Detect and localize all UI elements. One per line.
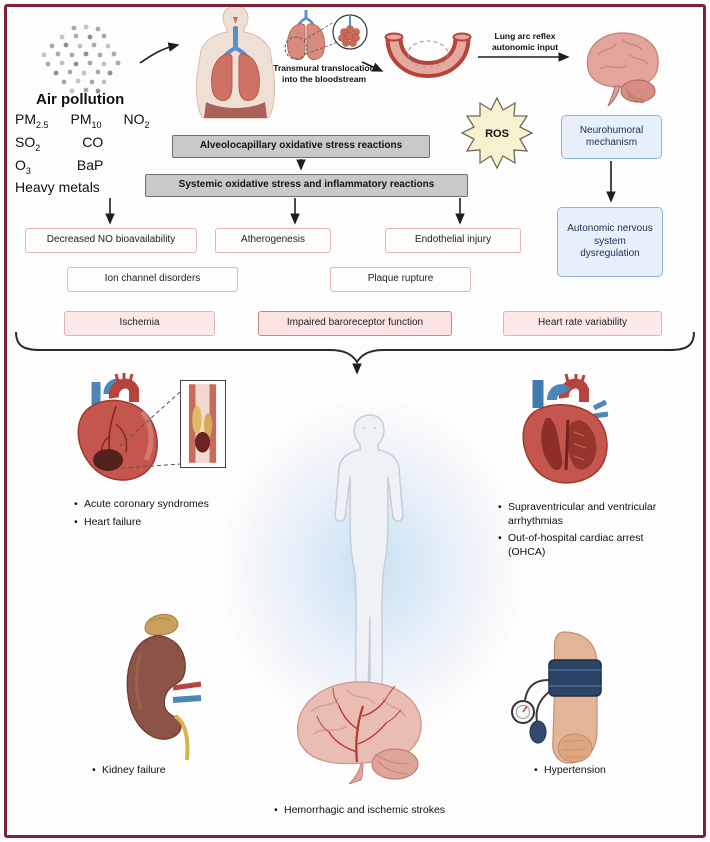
- outcome-strokes: Hemorrhagic and ischemic strokes: [272, 804, 462, 818]
- pollutant-heavy-metals: Heavy metals: [15, 179, 100, 196]
- kidney-illustration: [126, 613, 202, 761]
- pollutant-row: PM2.5 PM10 NO2: [15, 111, 172, 130]
- brain-icon: [586, 32, 659, 107]
- arrow-pollution-to-torso: [139, 42, 180, 64]
- pollutant-no2: NO2: [123, 111, 150, 130]
- endothelial-box: Endothelial injury: [385, 228, 521, 253]
- pollutant-co: CO: [82, 133, 104, 150]
- outcome-heart-failure: Heart failure: [72, 516, 232, 530]
- systemic-box: Systemic oxidative stress and inflammato…: [145, 174, 468, 197]
- pollutant-so2: SO2: [15, 133, 41, 153]
- air-pollution-particles-icon: [41, 24, 121, 94]
- outcome-hypertension: Hypertension: [532, 764, 642, 778]
- air-pollution-title: Air pollution: [36, 91, 125, 108]
- baroreceptor-box: Impaired baroreceptor function: [258, 311, 452, 336]
- outcome-arrhythmias: Supraventricular and ventricular arrhyth…: [496, 501, 664, 528]
- brain-stroke-illustration: [296, 681, 422, 785]
- heart-cutaway-illustration: [522, 373, 609, 484]
- kidney-outcome-list: Kidney failure: [90, 764, 220, 782]
- arrhythmia-outcomes-list: Supraventricular and ventricular arrhyth…: [496, 501, 664, 564]
- ros-starburst: ROS: [460, 96, 534, 170]
- plaque-rupture-box: Plaque rupture: [330, 267, 471, 292]
- human-body-silhouette: [334, 414, 404, 704]
- outcome-kidney-failure: Kidney failure: [90, 764, 220, 778]
- outcome-ohca: Out-of-hospital cardiac arrest (OHCA): [496, 532, 664, 559]
- blocked-artery-illustration: [188, 384, 217, 463]
- pollutant-bap: BaP: [76, 156, 104, 173]
- pollutant-pm25: PM2.5: [15, 111, 49, 130]
- transmural-label: Transmural translocation into the bloods…: [273, 63, 375, 85]
- hypertension-outcome-list: Hypertension: [532, 764, 642, 782]
- torso-lungs-illustration: [196, 5, 275, 119]
- lungs-alveoli-zoom-icon: [284, 10, 368, 61]
- neurohumoral-box: Neurohumoral mechanism: [561, 115, 662, 159]
- autonomic-box: Autonomic nervous system dysregulation: [557, 207, 663, 277]
- stroke-outcome-list: Hemorrhagic and ischemic strokes: [272, 804, 462, 822]
- pollutant-list: PM2.5 PM10 NO2 SO2 CO O3 BaP Heavy metal…: [15, 111, 172, 202]
- pollutant-o3: O3: [15, 156, 31, 176]
- pollutant-row: Heavy metals: [15, 179, 172, 198]
- curly-brace: [15, 331, 695, 364]
- ros-label: ROS: [485, 128, 509, 140]
- pollutant-row: SO2 CO: [15, 134, 172, 153]
- heart-infarct-illustration: [77, 373, 158, 481]
- ischemia-box: Ischemia: [64, 311, 215, 336]
- alveolocapillary-box: Alveolocapillary oxidative stress reacti…: [172, 135, 430, 158]
- decreased-no-box: Decreased NO bioavailability: [25, 228, 197, 253]
- ion-channel-box: Ion channel disorders: [67, 267, 238, 292]
- hrv-box: Heart rate variability: [503, 311, 662, 336]
- blood-pressure-cuff-illustration: [511, 631, 602, 764]
- coronary-outcomes-list: Acute coronary syndromes Heart failure: [72, 498, 232, 533]
- pollutant-row: O3 BaP: [15, 157, 172, 176]
- outcome-acute-coronary: Acute coronary syndromes: [72, 498, 232, 512]
- lung-arc-label: Lung arc reflex autonomic input: [491, 31, 559, 53]
- blocked-artery-inset: [180, 380, 226, 468]
- pollutant-pm10: PM10: [70, 111, 102, 130]
- blood-vessel-illustration: [384, 32, 472, 78]
- atherogenesis-box: Atherogenesis: [215, 228, 331, 253]
